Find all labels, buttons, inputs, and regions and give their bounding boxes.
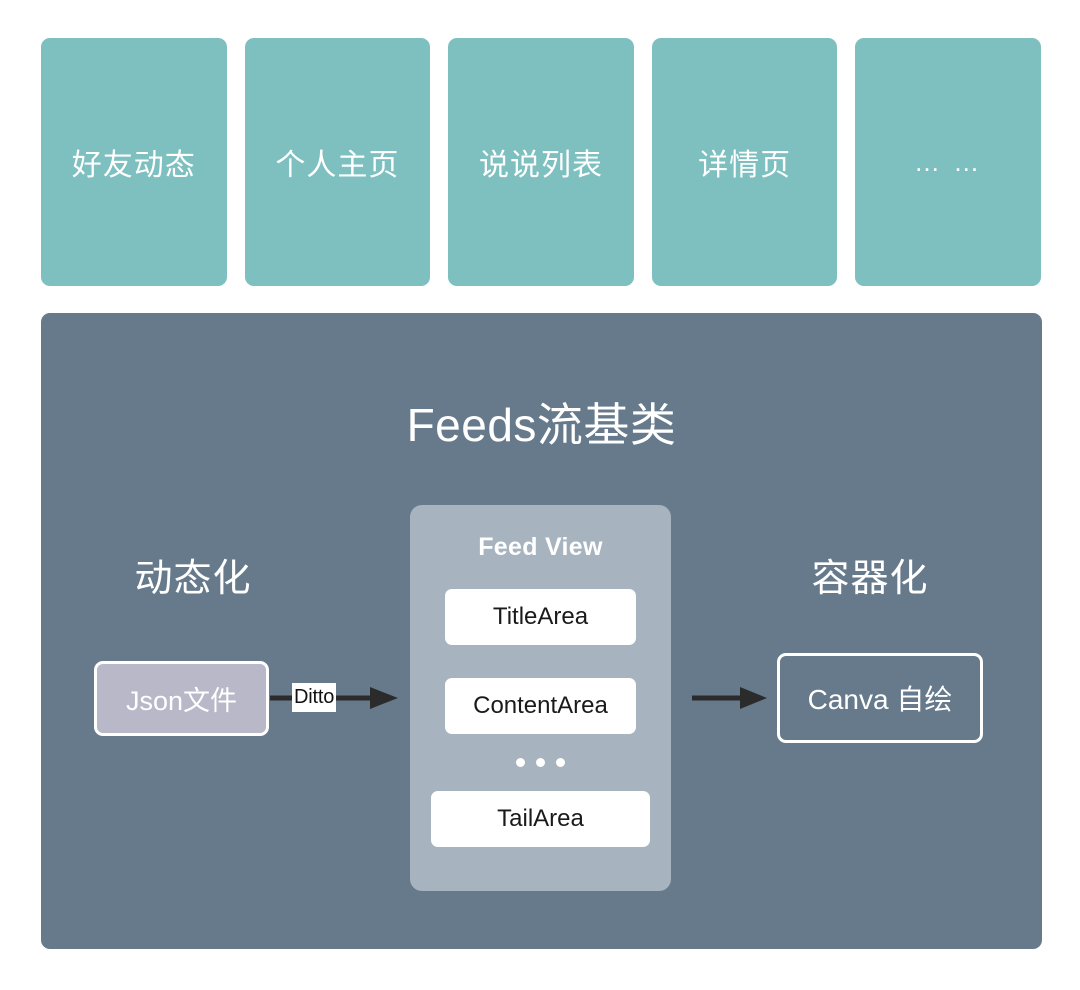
page-card-detail-page[interactable]: 详情页	[651, 38, 838, 286]
top-page-cards-row: 好友动态 个人主页 说说列表 详情页 … …	[41, 38, 1041, 286]
containerization-section-heading: 容器化	[811, 558, 929, 600]
page-card-label: … …	[914, 146, 983, 177]
dynamic-section-heading: 动态化	[134, 558, 252, 600]
page-card-post-list[interactable]: 说说列表	[448, 38, 634, 286]
feed-view-title: Feed View	[478, 533, 603, 561]
page-card-label: 详情页	[698, 149, 792, 182]
three-dots-icon	[410, 758, 671, 767]
content-area-label: ContentArea	[473, 692, 608, 719]
canva-self-draw-label: Canva 自绘	[807, 684, 953, 715]
page-card-label: 说说列表	[478, 149, 603, 182]
page-card-label: 好友动态	[71, 149, 196, 182]
content-area-box[interactable]: ContentArea	[445, 678, 636, 734]
tail-area-box[interactable]: TailArea	[431, 791, 650, 847]
title-area-box[interactable]: TitleArea	[445, 589, 636, 645]
arrow-right-icon	[692, 687, 767, 709]
feed-view-panel: Feed View TitleArea ContentArea TailArea	[410, 505, 671, 891]
json-file-box[interactable]: Json文件	[94, 661, 269, 736]
tail-area-label: TailArea	[497, 805, 584, 832]
title-area-label: TitleArea	[492, 603, 589, 630]
canva-self-draw-box[interactable]: Canva 自绘	[777, 653, 983, 743]
page-card-label: 个人主页	[275, 149, 400, 182]
page-card-personal-homepage[interactable]: 个人主页	[244, 38, 431, 286]
ditto-edge-label: Ditto	[292, 683, 337, 712]
page-card-friends-feed[interactable]: 好友动态	[41, 38, 227, 286]
panel-title: Feeds流基类	[406, 399, 677, 451]
dot	[516, 758, 525, 767]
dot	[556, 758, 565, 767]
dot	[536, 758, 545, 767]
page-card-more-ellipsis[interactable]: … …	[855, 38, 1041, 286]
json-file-label: Json文件	[125, 686, 238, 716]
